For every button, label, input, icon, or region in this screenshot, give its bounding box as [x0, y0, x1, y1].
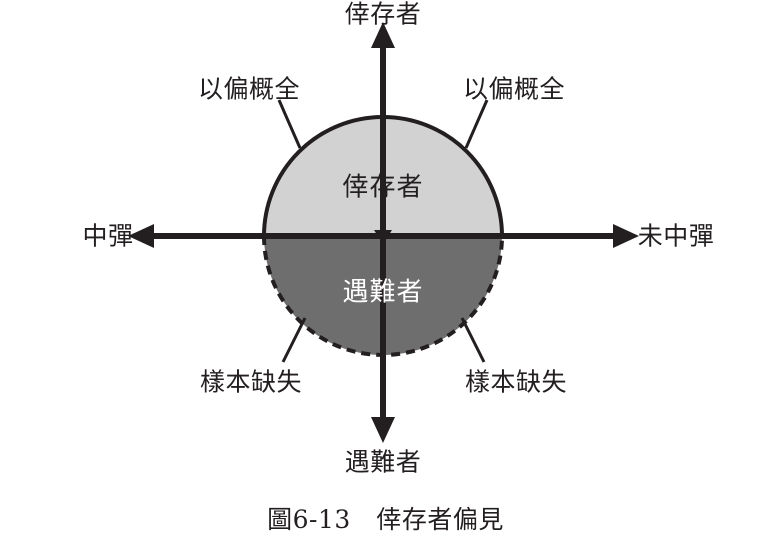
callout-top-right: 以偏概全: [462, 74, 566, 104]
axis-label-top: 倖存者: [344, 0, 422, 29]
leader-line-top-left: [277, 99, 302, 149]
callout-bottom-right: 樣本缺失: [464, 367, 568, 397]
axis-label-bottom: 遇難者: [344, 447, 422, 477]
arrow-down-icon: [371, 417, 395, 443]
region-label-victims: 遇難者: [342, 277, 424, 308]
axis-label-right: 未中彈: [637, 221, 715, 251]
callout-bottom-left: 樣本缺失: [199, 367, 303, 397]
leader-line-top-right: [464, 99, 489, 149]
callout-top-left: 以偏概全: [197, 74, 301, 104]
arrow-right-icon: [613, 224, 639, 248]
axis-label-left: 中彈: [82, 221, 134, 251]
origin-marker-icon: [374, 230, 392, 244]
leader-line-bottom-right: [460, 317, 486, 363]
arrow-left-icon: [128, 224, 154, 248]
region-label-survivors: 倖存者: [342, 172, 424, 203]
arrow-up-icon: [371, 22, 395, 48]
figure-caption: 圖6-13 倖存者偏見: [267, 505, 504, 534]
leader-line-bottom-left: [281, 317, 307, 363]
